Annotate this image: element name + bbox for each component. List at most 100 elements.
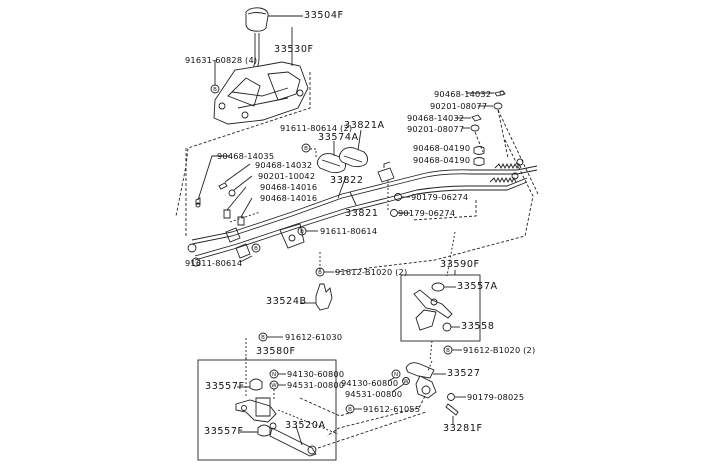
label-33557a[interactable]: 33557A	[457, 281, 498, 292]
washer-10042-part[interactable]	[228, 189, 236, 197]
pin-33281f-part[interactable]	[445, 403, 459, 416]
clip-14035-part[interactable]	[195, 197, 201, 208]
label-90201-08077-b[interactable]: 90201-08077	[407, 124, 465, 134]
label-90201-10042[interactable]: 90201-10042	[258, 171, 316, 181]
bolt-callout-grommet	[301, 143, 311, 153]
dash-rod	[277, 409, 339, 435]
label-90179-06274-a[interactable]: 90179-06274	[411, 192, 469, 202]
cable-bracket-mid	[377, 161, 395, 183]
shift-lever-33590f-part[interactable]	[413, 289, 453, 331]
nut-08025-part[interactable]	[447, 393, 455, 401]
dash-clip	[229, 211, 261, 223]
callout-b-4: B	[254, 246, 258, 252]
label-90468-14032-left[interactable]: 90468-14032	[255, 160, 313, 170]
label-90468-14035[interactable]: 90468-14035	[217, 151, 275, 161]
leader-10042	[233, 175, 253, 191]
leader-33822	[337, 175, 347, 199]
shift-lever-33580f-part[interactable]	[235, 397, 277, 423]
label-33520a[interactable]: 33520A	[285, 420, 326, 431]
leader-washer-right	[391, 383, 405, 393]
label-33504f[interactable]: 33504F	[304, 10, 344, 21]
label-33530f[interactable]: 33530F	[274, 44, 314, 55]
clip-part-second[interactable]	[471, 114, 482, 122]
label-33281f[interactable]: 33281F	[443, 423, 483, 434]
nut-06274-b-part[interactable]	[390, 209, 398, 217]
label-90468-14016-a[interactable]: 90468-14016	[260, 182, 318, 192]
clip-part-top[interactable]	[494, 90, 506, 97]
label-91631-60828[interactable]: 91631-60828 (4)	[185, 55, 258, 65]
control-cable-33821[interactable]	[194, 177, 528, 261]
dash-second-washer	[474, 131, 484, 153]
label-33557f-top[interactable]: 33557F	[205, 381, 245, 392]
washer-part-top[interactable]	[493, 102, 503, 110]
shift-knob-part[interactable]	[245, 7, 269, 32]
dash-box-down	[429, 340, 433, 362]
label-33821[interactable]: 33821	[345, 208, 379, 219]
shift-lever-housing-part[interactable]	[213, 61, 309, 125]
cable-bracket-lower[interactable]	[279, 223, 305, 249]
label-33558[interactable]: 33558	[461, 321, 495, 332]
label-91612-61030[interactable]: 91612-61030	[285, 332, 343, 342]
label-91612-b1020-top[interactable]: 91612-B1020 (2)	[335, 267, 408, 277]
label-33574a[interactable]: 33574A	[318, 132, 359, 143]
label-90468-14032-b[interactable]: 90468-14032	[407, 113, 465, 123]
label-90179-08025[interactable]: 90179-08025	[467, 392, 525, 402]
clip-04190-a-part[interactable]	[473, 146, 485, 155]
label-91611-80614-right[interactable]: 91611-80614	[320, 226, 378, 236]
cable-end-left	[187, 227, 251, 267]
label-33527[interactable]: 33527	[447, 368, 481, 379]
dash-box-up	[446, 231, 456, 277]
nut-06274-a-part[interactable]	[394, 193, 402, 201]
leader-80614-left	[239, 255, 253, 263]
label-91611-80614-2[interactable]: 91611-80614 (2)	[280, 123, 353, 133]
label-90468-04190-b[interactable]: 90468-04190	[413, 155, 471, 165]
label-91612-61055[interactable]: 91612-61055	[363, 404, 421, 414]
dash-right-b	[497, 109, 539, 195]
leader-33821a	[357, 129, 362, 151]
label-94531-00800-left[interactable]: 94531-00800	[287, 380, 345, 390]
bushing-33557f-bottom-part[interactable]	[257, 424, 271, 437]
callout-b-6: B	[261, 335, 265, 341]
bushing-33558-part[interactable]	[442, 322, 452, 332]
dash-right-a	[411, 200, 477, 221]
clip-14016-a-part[interactable]	[223, 209, 231, 219]
grommet-33574a-part[interactable]	[316, 153, 347, 174]
dash-61055	[299, 397, 353, 417]
cable-bracket-33821a-part[interactable]	[338, 147, 369, 168]
clip-04190-b-part[interactable]	[473, 157, 485, 166]
callout-n-2: N	[394, 372, 398, 378]
label-90468-14032-a[interactable]: 90468-14032	[434, 89, 492, 99]
label-90179-06274-b[interactable]: 90179-06274	[398, 208, 456, 218]
leader-14035	[197, 155, 230, 201]
label-33590f[interactable]: 33590F	[440, 259, 480, 270]
select-lever-33527-part[interactable]	[405, 362, 437, 399]
label-94531-00800-right[interactable]: 94531-00800	[345, 389, 403, 399]
label-94130-60800-right[interactable]: 94130-60800	[341, 378, 399, 388]
bushing-33557f-top-part[interactable]	[249, 378, 263, 391]
shift-rod-33520a-part[interactable]	[269, 422, 317, 457]
label-90201-08077-a[interactable]: 90201-08077	[430, 101, 488, 111]
label-33821a[interactable]: 33821A	[344, 120, 385, 131]
label-94130-60800-left[interactable]: 94130-60800	[287, 369, 345, 379]
control-cable-33822[interactable]	[191, 165, 538, 245]
dash-rod-right	[317, 411, 427, 449]
bushing-33557a-part[interactable]	[431, 282, 445, 292]
label-33822[interactable]: 33822	[330, 175, 364, 186]
label-90468-14016-b[interactable]: 90468-14016	[260, 193, 318, 203]
label-91611-80614-left[interactable]: 91611-80614	[185, 258, 243, 268]
leader-14016-b	[240, 197, 253, 218]
bracket-33524b-part[interactable]	[315, 283, 333, 311]
clip-14032-left-part[interactable]	[218, 182, 228, 190]
label-90468-04190-a[interactable]: 90468-04190	[413, 143, 471, 153]
label-33580f[interactable]: 33580F	[256, 346, 296, 357]
washer-part-second[interactable]	[470, 124, 480, 132]
bolt-callout-left	[251, 243, 261, 253]
label-33557f-bottom[interactable]: 33557F	[204, 426, 244, 437]
callout-letters: B B B B B B B B N W N W	[213, 87, 450, 413]
label-33524b[interactable]: 33524B	[266, 296, 307, 307]
clip-14016-b-part[interactable]	[237, 216, 245, 226]
label-91612-b1020-bottom[interactable]: 91612-B1020 (2)	[463, 345, 536, 355]
callout-w-1: W	[271, 383, 277, 389]
nut-callout-right	[391, 369, 401, 379]
callout-b-7: B	[446, 348, 450, 354]
